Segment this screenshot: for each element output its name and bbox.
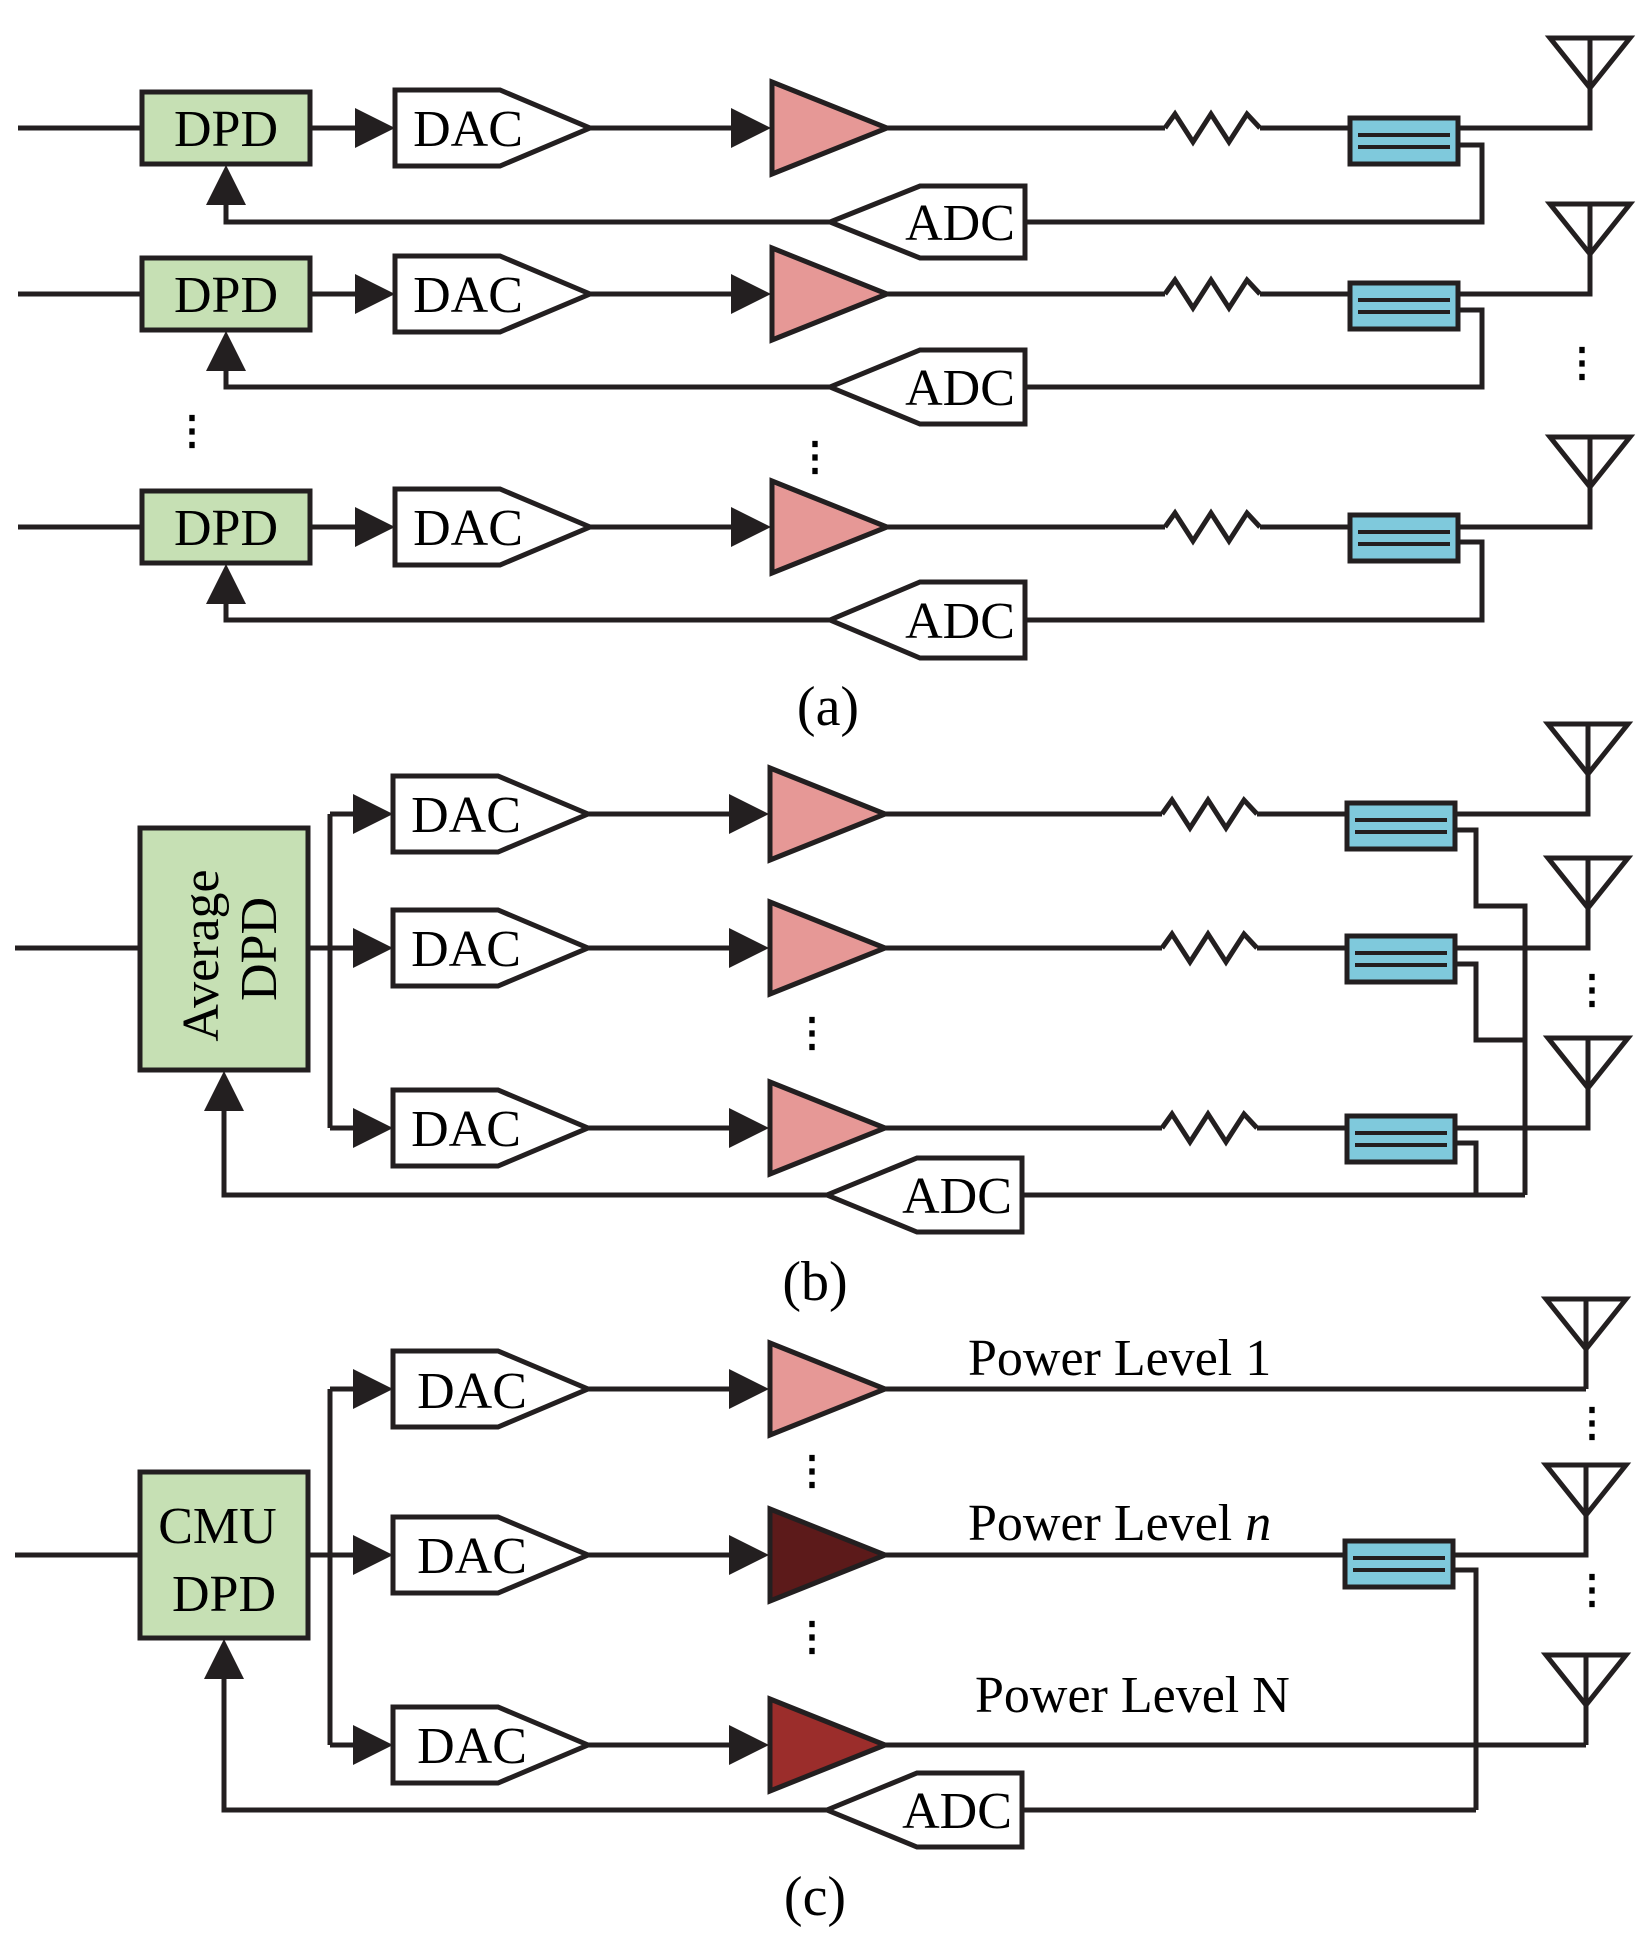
attenuator-icon	[1162, 800, 1257, 828]
power-amplifier-icon	[767, 764, 892, 864]
antenna-icon	[1548, 724, 1628, 814]
panel-c: CMU DPD DAC Power Level 1 ⋮ ⋮ DAC	[15, 1299, 1626, 1928]
dac-block	[390, 1514, 595, 1596]
dac-label: DAC	[411, 787, 521, 844]
dac-label: DAC	[413, 267, 523, 324]
caption-b: (b)	[782, 1251, 847, 1313]
dac-block	[390, 773, 595, 855]
dac-block	[390, 1704, 595, 1786]
dpd-label: DPD	[174, 267, 278, 324]
antenna-icon	[1550, 204, 1630, 294]
caption-c: (c)	[784, 1866, 846, 1928]
coupler-icon	[1347, 115, 1461, 167]
adc-block	[823, 347, 1028, 427]
dac-label: DAC	[411, 921, 521, 978]
ellipsis-dots: ⋮	[1562, 340, 1602, 385]
power-amplifier-icon	[769, 477, 894, 577]
adc-block	[823, 579, 1028, 661]
adc-label: ADC	[905, 360, 1015, 417]
coupler-icon	[1344, 800, 1458, 852]
caption-a: (a)	[797, 676, 859, 738]
ellipsis-dots: ⋮	[792, 1010, 832, 1055]
antenna-icon	[1550, 38, 1630, 128]
average-dpd-block	[137, 825, 311, 1073]
coupler-icon	[1342, 1538, 1456, 1590]
power-level-N-label: Power Level N	[975, 1667, 1290, 1724]
antenna-icon	[1548, 858, 1628, 948]
panel-b: Average DPD DAC DAC	[15, 724, 1628, 1313]
dac-label: DAC	[417, 1718, 527, 1775]
dac-block	[390, 1348, 595, 1430]
adc-label: ADC	[902, 1168, 1012, 1225]
attenuator-icon	[1162, 1114, 1257, 1142]
coupler-icon	[1344, 1113, 1458, 1165]
coupler-icon	[1347, 512, 1461, 564]
dac-block	[390, 1087, 595, 1169]
dac-label: DAC	[417, 1528, 527, 1585]
antenna-icon	[1550, 437, 1630, 527]
tx-chain-c2: DAC Power Level n	[390, 1465, 1626, 1810]
panel-a: DPD DAC ADC DPD DAC	[18, 38, 1630, 738]
power-amplifier-icon	[767, 898, 892, 998]
power-amplifier-icon	[767, 1078, 892, 1178]
attenuator-icon	[1165, 114, 1260, 142]
adc-label: ADC	[905, 593, 1015, 650]
tx-chain-b3: DAC	[390, 1038, 1628, 1195]
dac-block	[392, 486, 597, 568]
ellipsis-dots: ⋮	[792, 1614, 832, 1659]
antenna-icon	[1548, 1038, 1628, 1128]
antenna-icon	[1546, 1465, 1626, 1555]
dac-label: DAC	[411, 1101, 521, 1158]
ellipsis-dots: ⋮	[172, 408, 212, 453]
ellipsis-dots: ⋮	[792, 1448, 832, 1493]
dac-block	[390, 907, 595, 989]
dpd-label: DPD	[174, 101, 278, 158]
power-amplifier-icon	[769, 78, 894, 178]
attenuator-icon	[1165, 280, 1260, 308]
adc-block	[820, 1770, 1025, 1850]
tx-chain-a3: DPD DAC ADC	[18, 437, 1630, 661]
power-amplifier-icon	[767, 1695, 892, 1795]
power-amplifier-icon	[767, 1505, 892, 1605]
dpd-block	[139, 255, 313, 333]
attenuator-icon	[1165, 513, 1260, 541]
tx-chain-a1: DPD DAC ADC	[18, 38, 1630, 261]
average-dpd-label: Average DPD	[173, 856, 288, 1041]
dac-label: DAC	[413, 500, 523, 557]
tx-chain-b1: DAC	[390, 724, 1628, 1195]
tx-chain-a2: DPD DAC ADC	[18, 204, 1630, 427]
ellipsis-dots: ⋮	[1572, 967, 1612, 1012]
ellipsis-dots: ⋮	[1572, 1400, 1612, 1445]
coupler-icon	[1347, 280, 1461, 332]
ellipsis-dots: ⋮	[1572, 1567, 1612, 1612]
power-amplifier-icon	[769, 244, 894, 344]
tx-chain-b2: DAC	[390, 858, 1628, 1043]
attenuator-icon	[1162, 934, 1257, 962]
dac-block	[392, 253, 597, 335]
power-amplifier-icon	[767, 1339, 892, 1439]
dac-label: DAC	[417, 1363, 527, 1420]
adc-block	[820, 1155, 1025, 1235]
power-level-1-label: Power Level 1	[968, 1330, 1271, 1387]
dac-block	[392, 87, 597, 169]
dpd-label: DPD	[174, 500, 278, 557]
dac-label: DAC	[413, 101, 523, 158]
adc-label: ADC	[902, 1783, 1012, 1840]
adc-label: ADC	[905, 195, 1015, 252]
tx-chain-c1: DAC Power Level 1	[390, 1299, 1626, 1439]
coupler-icon	[1344, 933, 1458, 985]
power-level-n-label: Power Level n	[968, 1495, 1271, 1552]
ellipsis-dots: ⋮	[795, 434, 835, 479]
adc-block	[823, 183, 1028, 261]
cmu-dpd-label: CMU DPD	[158, 1498, 289, 1623]
antenna-icon	[1546, 1299, 1626, 1389]
tx-chain-c3: DAC Power Level N	[390, 1655, 1626, 1795]
antenna-icon	[1546, 1655, 1626, 1745]
